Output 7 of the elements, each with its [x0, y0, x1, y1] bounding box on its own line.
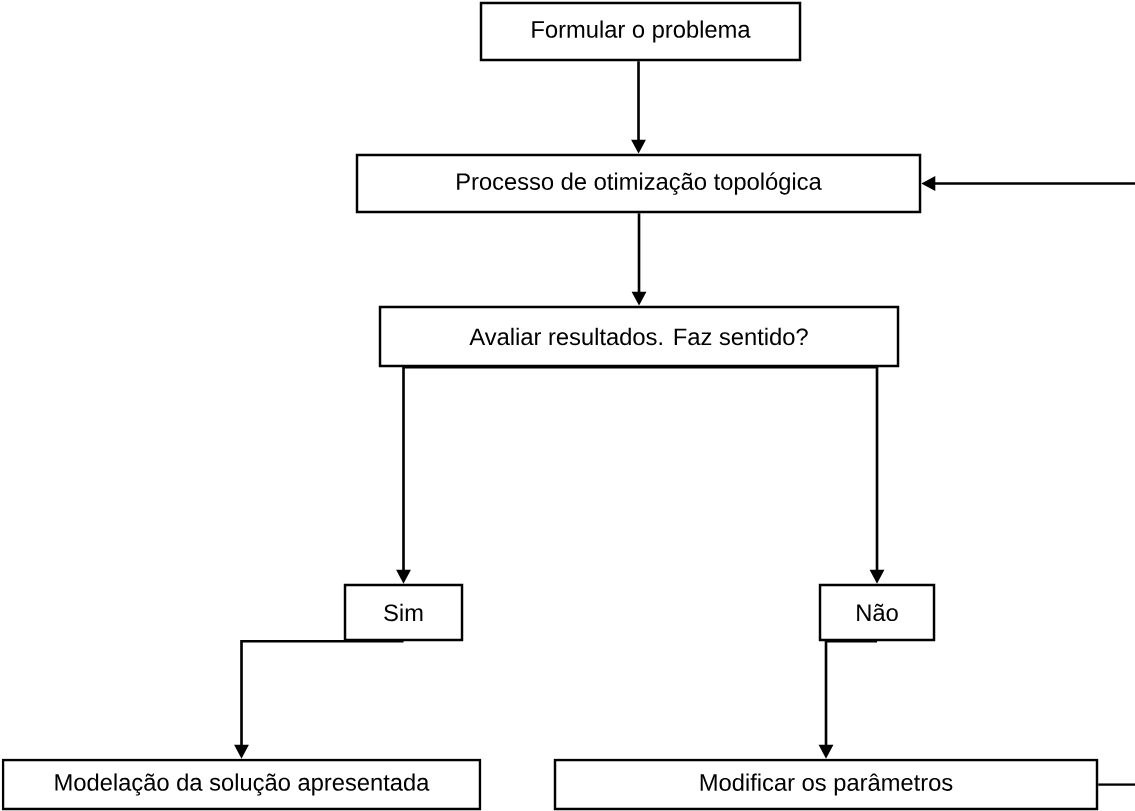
- process-box: Avaliar resultados. Faz sentido?: [378, 305, 900, 368]
- process-box: Modificar os parâmetros: [553, 758, 1099, 811]
- process-box: Sim: [343, 583, 464, 642]
- process-box: Modelação da solução apresentada: [1, 758, 482, 811]
- process-box: Processo de otimização topológica: [355, 153, 922, 214]
- process-box: Formular o problema: [479, 1, 802, 62]
- process-box: Não: [818, 583, 936, 642]
